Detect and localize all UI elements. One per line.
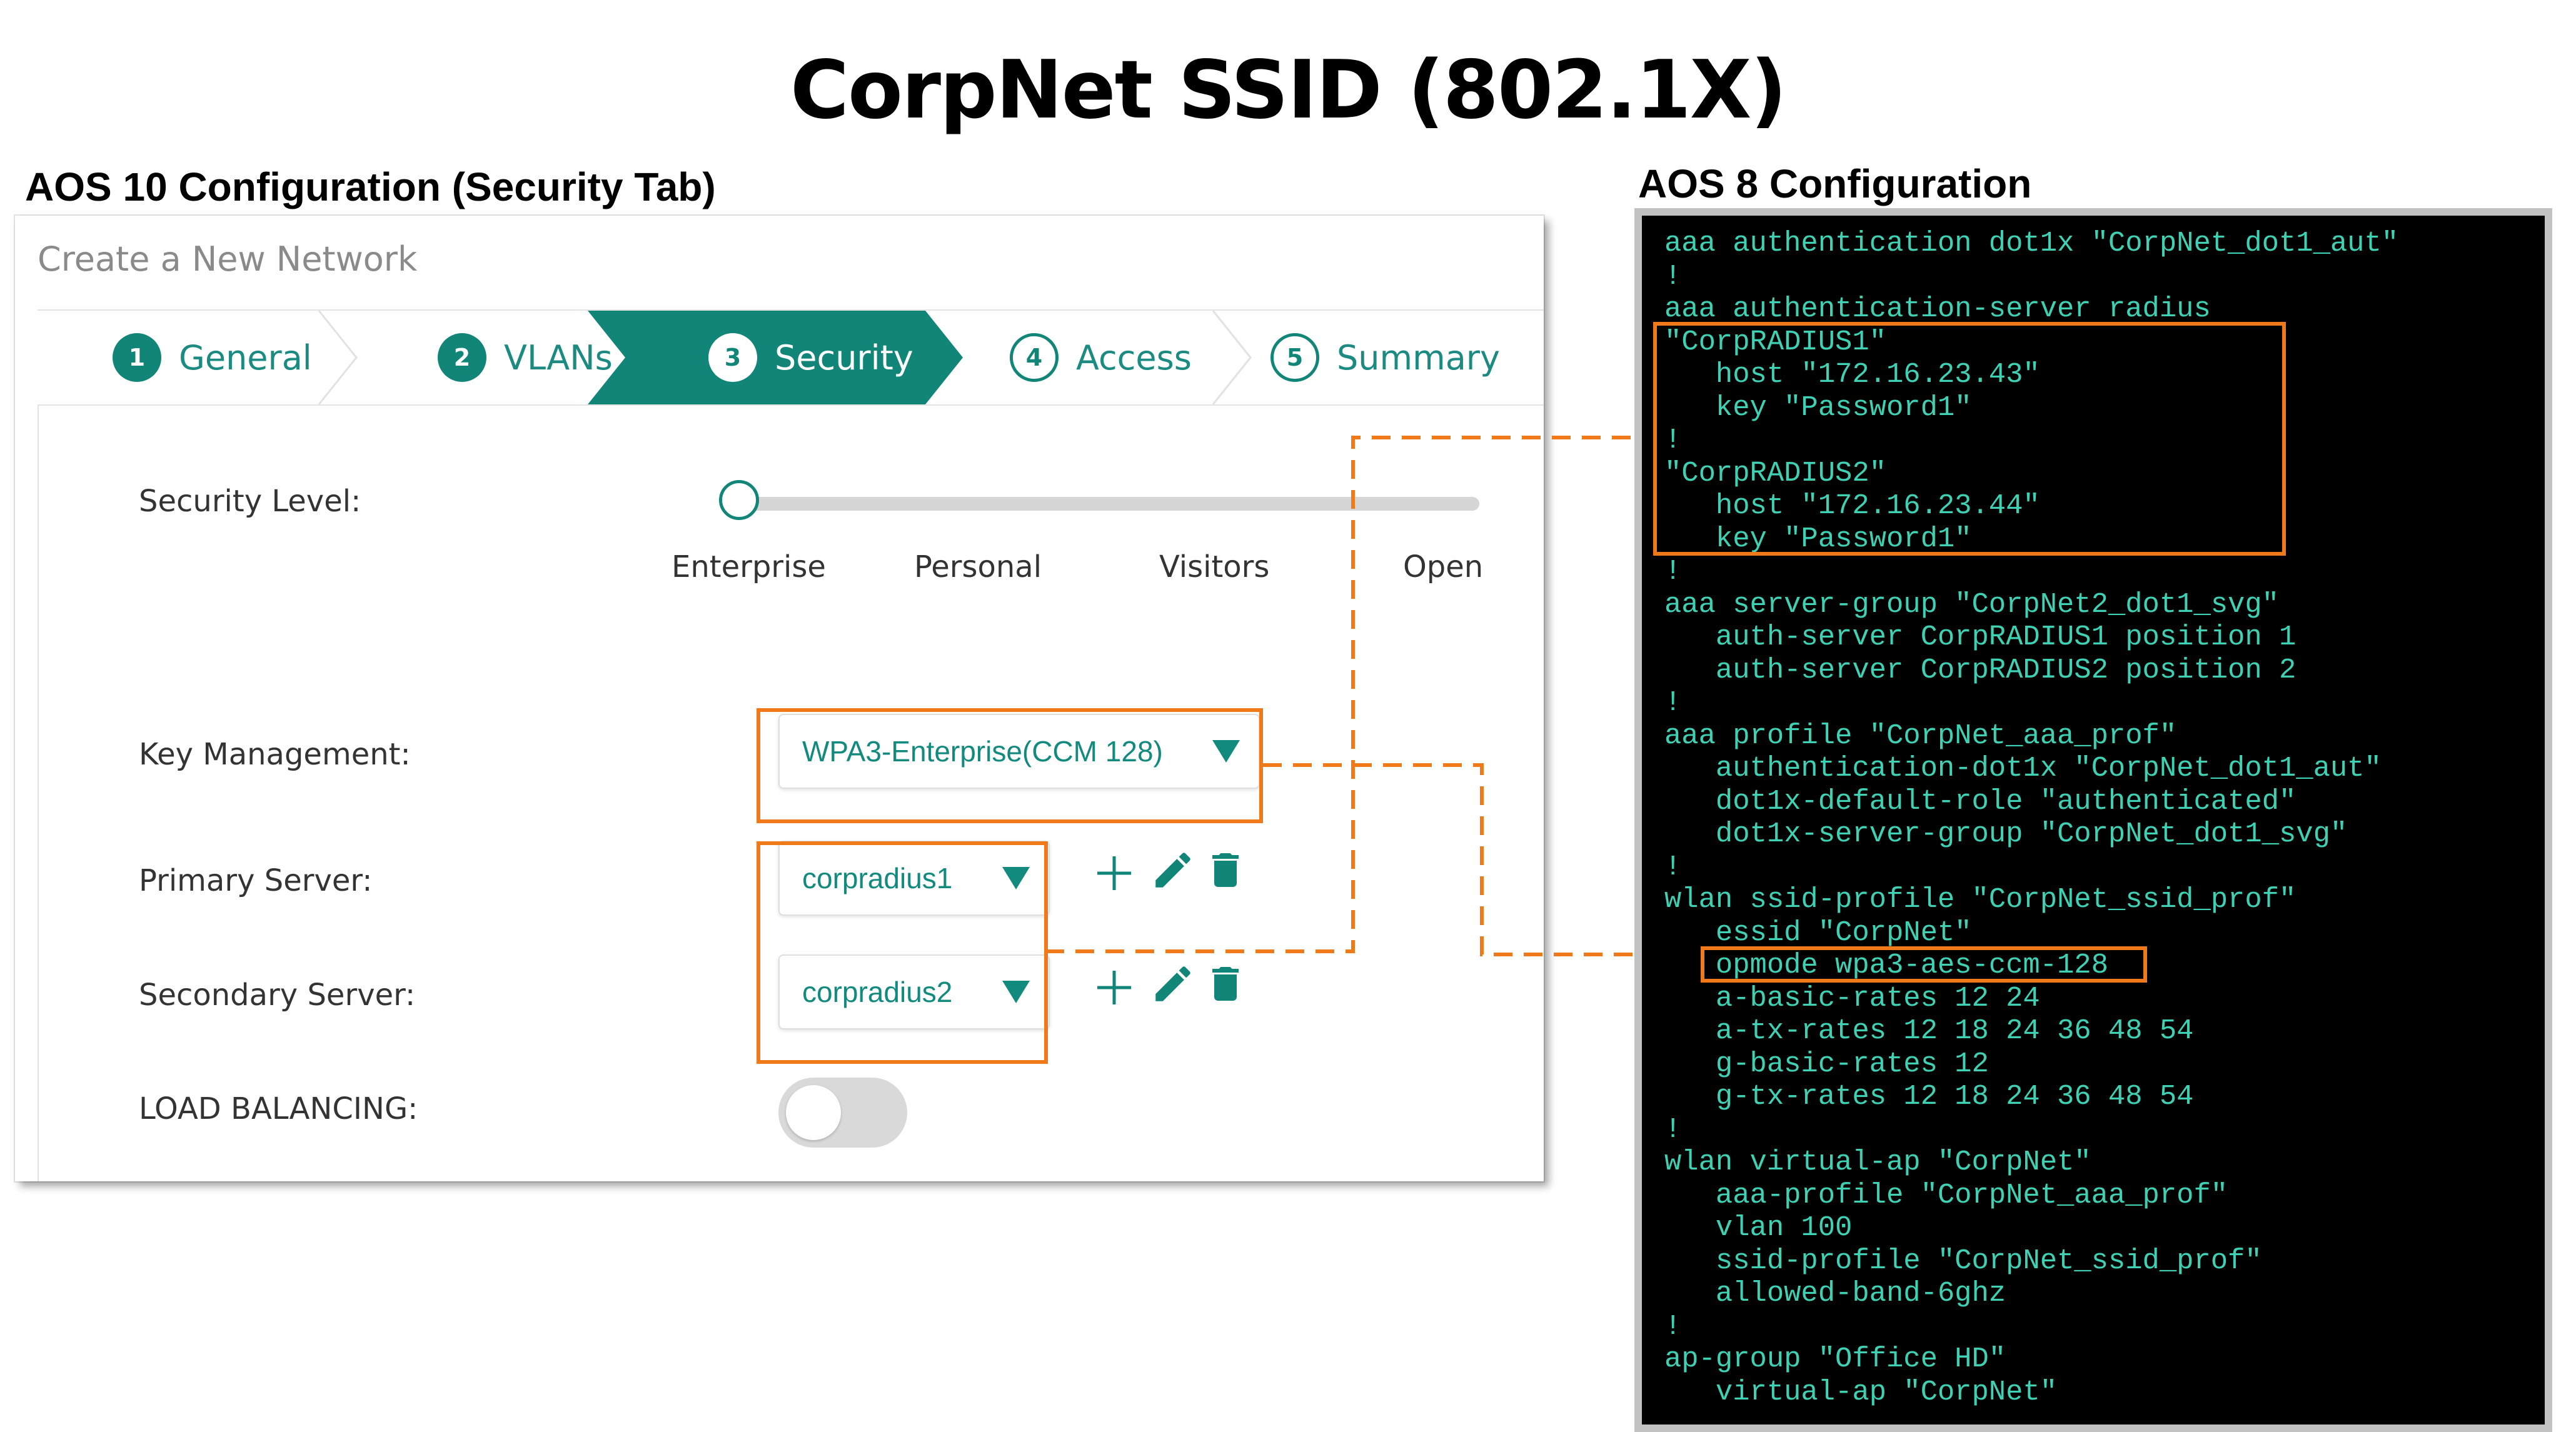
config-line: ap-group "Office HD" (1664, 1343, 2006, 1375)
config-line: auth-server CorpRADIUS2 position 2 (1664, 653, 2297, 686)
create-network-panel: Create a New Network 1 General 2 VLANs 3… (15, 216, 1544, 1181)
pencil-icon[interactable] (1150, 847, 1196, 893)
chevron-down-icon (1002, 867, 1030, 889)
security-form: Security Level: Enterprise Personal Visi… (38, 404, 1545, 1181)
config-line: host "172.16.23.44" (1664, 489, 2040, 522)
trash-icon[interactable] (1203, 846, 1248, 894)
config-line: a-basic-rates 12 24 (1664, 981, 2040, 1014)
config-line: g-basic-rates 12 (1664, 1047, 1989, 1080)
toggle-knob (786, 1085, 841, 1140)
security-level-open[interactable]: Open (1403, 549, 1484, 584)
tab-vlans[interactable]: 2 VLANs (438, 311, 613, 404)
security-level-label: Security Level: (139, 484, 361, 519)
config-line: aaa server-group "CorpNet2_dot1_svg" (1664, 588, 2279, 621)
aos8-section-title: AOS 8 Configuration (1638, 161, 2032, 206)
wizard-chevrons (318, 311, 1252, 404)
pencil-icon[interactable] (1150, 961, 1196, 1007)
security-level-enterprise[interactable]: Enterprise (672, 549, 826, 584)
step-number: 2 (438, 333, 486, 382)
chevron-down-icon (1002, 981, 1030, 1003)
plus-icon[interactable] (1092, 966, 1136, 1009)
config-line: aaa profile "CorpNet_aaa_prof" (1664, 719, 2177, 752)
tab-general[interactable]: 1 General (113, 311, 312, 404)
key-management-select[interactable]: WPA3-Enterprise(CCM 128) (778, 714, 1260, 789)
key-management-connector (1263, 763, 1701, 956)
step-label: Security (775, 338, 913, 378)
config-line: aaa-profile "CorpNet_aaa_prof" (1664, 1178, 2228, 1211)
config-line: "CorpRADIUS1" (1664, 325, 1886, 358)
config-line: ! (1664, 424, 1682, 456)
security-level-visitors[interactable]: Visitors (1159, 549, 1270, 584)
wizard-steps: 1 General 2 VLANs 3 Security 4 Access 5 … (38, 309, 1544, 406)
config-line: ! (1664, 686, 1682, 719)
secondary-server-label: Secondary Server: (139, 978, 416, 1013)
config-line: ! (1664, 1309, 1682, 1343)
tab-security[interactable]: 3 Security (708, 311, 913, 404)
step-number: 3 (708, 333, 757, 382)
secondary-server-select[interactable]: corpradius2 (778, 954, 1050, 1029)
primary-server-label: Primary Server: (139, 863, 373, 898)
config-line: ssid-profile "CorpNet_ssid_prof" (1664, 1244, 2262, 1277)
key-management-label: Key Management: (139, 737, 411, 772)
security-level-slider-handle[interactable] (719, 480, 759, 520)
config-terminal: aaa authentication dot1x "CorpNet_dot1_a… (1634, 208, 2552, 1432)
servers-connector (1045, 436, 1660, 953)
config-line: dot1x-server-group "CorpNet_dot1_svg" (1664, 818, 2348, 850)
config-line: key "Password1" (1664, 522, 1972, 555)
config-line: ! (1664, 850, 1682, 883)
step-number: 4 (1010, 333, 1059, 382)
config-line: dot1x-default-role "authenticated" (1664, 784, 2297, 818)
config-line: g-tx-rates 12 18 24 36 48 54 (1664, 1080, 2194, 1113)
tab-access[interactable]: 4 Access (1010, 311, 1192, 404)
secondary-server-value: corpradius2 (802, 976, 953, 1008)
security-level-track[interactable] (745, 497, 1479, 511)
radius-servers-highlight (1653, 322, 2286, 556)
config-line: ! (1664, 555, 1682, 588)
step-label: VLANs (504, 338, 613, 378)
config-text: aaa authentication dot1x "CorpNet_dot1_a… (1664, 227, 2398, 1408)
step-number: 5 (1270, 333, 1319, 382)
config-line: virtual-ap "CorpNet" (1664, 1375, 2058, 1408)
panel-heading: Create a New Network (38, 239, 418, 279)
config-line: ! (1664, 1113, 1682, 1146)
config-line: essid "CorpNet" (1664, 916, 1972, 949)
primary-server-value: corpradius1 (802, 862, 953, 894)
config-line: authentication-dot1x "CorpNet_dot1_aut" (1664, 752, 2382, 784)
config-line: wlan virtual-ap "CorpNet" (1664, 1146, 2091, 1178)
security-level-personal[interactable]: Personal (914, 549, 1042, 584)
config-line: "CorpRADIUS2" (1664, 456, 1886, 489)
key-management-value: WPA3-Enterprise(CCM 128) (802, 735, 1163, 768)
config-line: ! (1664, 259, 1682, 293)
config-line: vlan 100 (1664, 1211, 1853, 1244)
tab-summary[interactable]: 5 Summary (1270, 311, 1500, 404)
page-title: CorpNet SSID (802.1X) (790, 44, 1787, 137)
config-line: opmode wpa3-aes-ccm-128 (1664, 949, 2108, 981)
aos10-section-title: AOS 10 Configuration (Security Tab) (25, 164, 716, 209)
step-label: Summary (1337, 338, 1500, 378)
step-label: General (179, 338, 312, 378)
load-balancing-label: LOAD BALANCING: (139, 1091, 418, 1126)
config-line: key "Password1" (1664, 391, 1972, 424)
config-line: allowed-band-6ghz (1664, 1277, 2006, 1309)
config-line: aaa authentication dot1x "CorpNet_dot1_a… (1664, 227, 2399, 259)
chevron-down-icon (1212, 740, 1240, 763)
config-line: auth-server CorpRADIUS1 position 1 (1664, 621, 2297, 653)
opmode-highlight (1701, 946, 2147, 983)
key-management-highlight (757, 708, 1263, 823)
step-number: 1 (113, 333, 161, 382)
trash-icon[interactable] (1203, 959, 1248, 1008)
load-balancing-toggle[interactable] (778, 1078, 907, 1148)
step-label: Access (1076, 338, 1192, 378)
config-line: host "172.16.23.43" (1664, 358, 2040, 391)
config-line: aaa authentication-server radius (1664, 293, 2211, 325)
primary-server-select[interactable]: corpradius1 (778, 841, 1050, 916)
plus-icon[interactable] (1092, 851, 1136, 895)
config-line: a-tx-rates 12 18 24 36 48 54 (1664, 1014, 2194, 1047)
config-line: wlan ssid-profile "CorpNet_ssid_prof" (1664, 883, 2297, 916)
